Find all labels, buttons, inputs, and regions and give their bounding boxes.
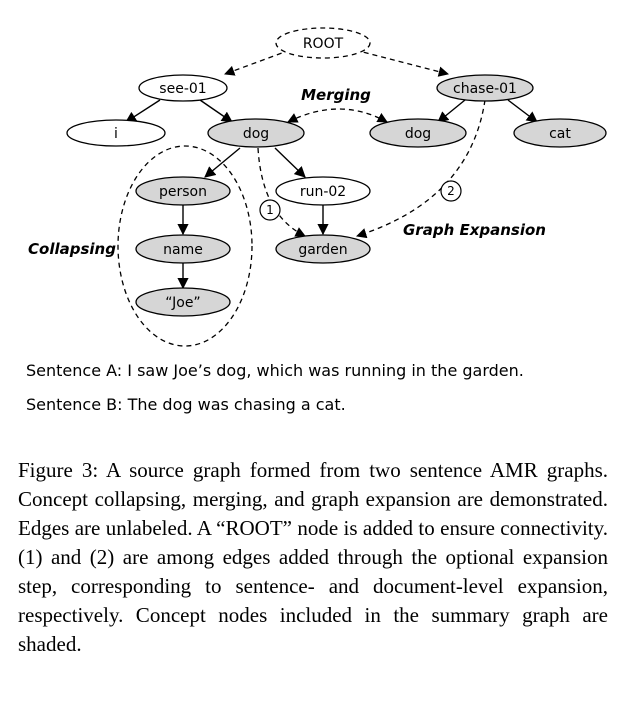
edge-root-see01 (224, 49, 291, 76)
svg-text:run-02: run-02 (300, 184, 346, 200)
node-see-01: see-01 (138, 74, 228, 102)
expansion-marker-2: 2 (440, 180, 462, 202)
node-cat: cat (513, 118, 607, 148)
node-joe: “Joe” (135, 287, 231, 317)
svg-text:dog: dog (243, 126, 269, 142)
svg-text:ROOT: ROOT (303, 36, 344, 52)
edge-chase01-cat (507, 99, 538, 123)
amr-source-graph: ROOT see-01 chase-01 i dog dog cat perso… (26, 27, 607, 414)
edge-root-chase01 (354, 49, 450, 77)
svg-text:garden: garden (298, 242, 347, 258)
svg-text:chase-01: chase-01 (453, 81, 517, 97)
node-person: person (135, 176, 231, 206)
figure-caption: Figure 3: A source graph formed from two… (18, 458, 608, 656)
svg-text:2: 2 (447, 184, 455, 198)
edge-see01-dog (199, 99, 233, 123)
svg-text:person: person (159, 184, 207, 200)
svg-text:name: name (163, 242, 203, 258)
node-garden: garden (275, 234, 371, 264)
svg-text:dog: dog (405, 126, 431, 142)
expansion-marker-1: 1 (259, 199, 281, 221)
merging-label: Merging (301, 86, 371, 104)
node-root: ROOT (275, 27, 371, 59)
node-dog-left: dog (207, 118, 305, 148)
sentence-a: Sentence A: I saw Joe’s dog, which was r… (26, 361, 524, 380)
collapsing-label: Collapsing (28, 240, 116, 258)
node-i: i (66, 119, 166, 147)
svg-text:see-01: see-01 (159, 81, 206, 97)
edge-see01-i (125, 99, 161, 123)
edge-chase01-dog (437, 99, 466, 123)
svg-text:i: i (114, 126, 118, 142)
node-name: name (135, 234, 231, 264)
node-dog-right: dog (369, 118, 467, 148)
merging-edge (287, 108, 388, 123)
node-chase-01: chase-01 (436, 74, 534, 102)
node-run-02: run-02 (275, 176, 371, 206)
edge-dog-person (204, 147, 241, 178)
collapsing-region (117, 145, 253, 347)
sentence-b: Sentence B: The dog was chasing a cat. (26, 395, 346, 414)
svg-text:cat: cat (549, 126, 571, 142)
svg-text:“Joe”: “Joe” (165, 295, 200, 311)
svg-text:1: 1 (266, 203, 274, 217)
graph-expansion-label: Graph Expansion (403, 221, 546, 239)
edge-dog-run02 (274, 147, 306, 178)
